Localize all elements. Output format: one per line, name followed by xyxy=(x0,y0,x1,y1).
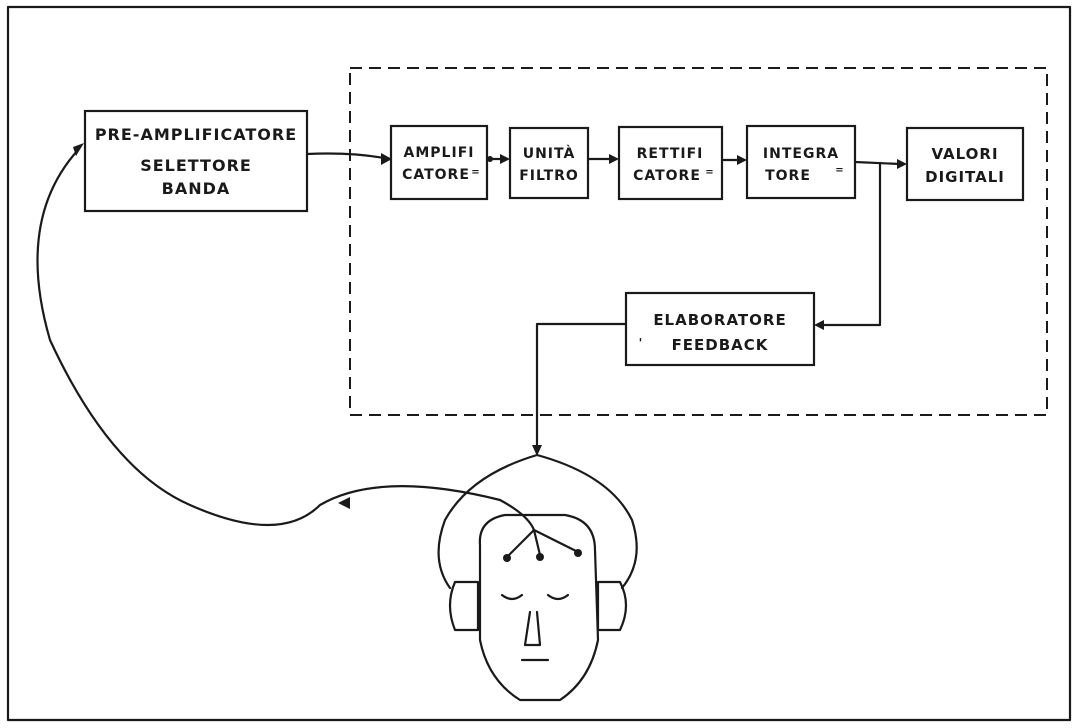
block-digital-values: VALORI DIGITALI xyxy=(907,128,1023,200)
electrode-center xyxy=(536,553,544,561)
block-rectifier: RETTIFI CATORE xyxy=(619,127,722,199)
connector-rectifier-to-integrator xyxy=(722,155,747,165)
rectifier-label-line1: RETTIFI xyxy=(637,146,704,162)
electrode-left xyxy=(503,554,511,562)
preamp-label-line2: SELETTORE xyxy=(140,156,252,175)
svg-text:=: = xyxy=(835,165,844,176)
feedback-label-line2: FEEDBACK xyxy=(672,336,769,354)
filter-label-line2: FILTRO xyxy=(519,168,579,184)
integrator-label-line2: TORE xyxy=(765,168,811,184)
subject-head-figure xyxy=(450,515,626,700)
rectifier-label-line2: CATORE xyxy=(633,168,701,184)
svg-text:': ' xyxy=(639,336,644,350)
block-feedback-processor: ELABORATORE FEEDBACK xyxy=(626,293,814,365)
connector-filter-to-rectifier xyxy=(588,154,619,164)
preamp-label-line3: BANDA xyxy=(162,179,231,198)
svg-text:=: = xyxy=(705,167,714,178)
block-amplifier: AMPLIFI CATORE xyxy=(391,126,487,199)
amplifier-label-line2: CATORE xyxy=(402,167,470,183)
filter-label-line1: UNITÀ xyxy=(523,145,576,162)
digital-label-line1: VALORI xyxy=(931,145,998,163)
svg-text:=: = xyxy=(471,167,480,178)
preamp-label-line1: PRE-AMPLIFICATORE xyxy=(95,125,297,144)
block-filter-unit: UNITÀ FILTRO xyxy=(510,128,588,198)
digital-label-line2: DIGITALI xyxy=(925,168,1005,186)
connector-amplifier-to-filter xyxy=(487,154,510,164)
feedback-label-line1: ELABORATORE xyxy=(653,311,786,329)
electrode-right xyxy=(574,549,582,557)
amplifier-label-line1: AMPLIFI xyxy=(404,145,475,161)
block-preamplifier: PRE-AMPLIFICATORE SELETTORE BANDA xyxy=(85,111,307,211)
integrator-label-line1: INTEGRA xyxy=(763,146,839,162)
block-integrator: INTEGRA TORE xyxy=(747,126,855,198)
